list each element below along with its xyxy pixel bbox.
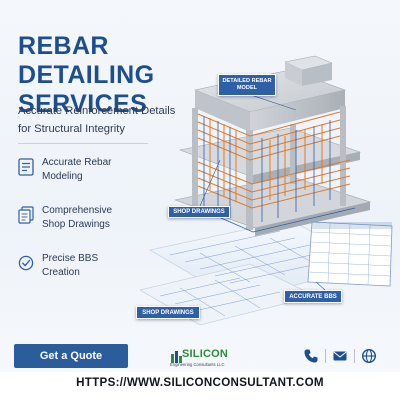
tag-model-line-2: MODEL: [236, 85, 258, 91]
subtitle-line-2: for Structural Integrity: [18, 123, 125, 135]
contact-separator: [354, 349, 355, 363]
feature-text: Comprehensive Shop Drawings: [42, 204, 152, 231]
feature-shop-drawings: Comprehensive Shop Drawings: [18, 204, 168, 244]
globe-icon[interactable]: [361, 348, 377, 364]
mail-icon[interactable]: [332, 348, 348, 364]
logo-mark-icon: [171, 351, 182, 363]
url-strip: [0, 372, 400, 400]
drawing-sheet-icon: [18, 206, 34, 224]
subtitle: Accurate Reinforcement Details for Struc…: [18, 102, 208, 138]
tag-detailed-rebar-model: DETAILED REBAR MODEL: [218, 74, 276, 96]
tag-shop-drawings-lower: SHOP DRAWINGS: [136, 306, 200, 319]
feature-line-1: Accurate Rebar: [42, 157, 112, 168]
logo-brand: SILICON: [182, 348, 229, 360]
title-line-1: REBAR DETAILING: [18, 32, 155, 89]
check-circle-icon: [18, 255, 34, 271]
silicon-logo[interactable]: SILICON Engineering Consultants LLC: [170, 346, 260, 370]
feature-bbs-creation: Precise BBS Creation: [18, 252, 168, 292]
feature-rebar-modeling: Accurate Rebar Modeling: [18, 156, 168, 196]
feature-line-2: Creation: [42, 266, 80, 278]
subtitle-line-1: Accurate Reinforcement Details: [18, 105, 176, 117]
tag-model-line-1: DETAILED REBAR: [222, 78, 272, 84]
tag-accurate-bbs: ACCURATE BBS: [284, 290, 342, 303]
divider: [18, 143, 148, 144]
tag-shop-drawings: SHOP DRAWINGS: [168, 206, 230, 218]
feature-line-1: Comprehensive: [42, 205, 113, 216]
feature-line-1: Precise BBS: [42, 253, 99, 264]
page-title: REBAR DETAILING SERVICES: [18, 32, 248, 119]
feature-text: Accurate Rebar Modeling: [42, 156, 152, 183]
document-list-icon: [18, 158, 34, 176]
get-a-quote-button[interactable]: Get a Quote: [14, 344, 128, 368]
callout-lines: [199, 93, 326, 291]
title-line-2: SERVICES: [18, 90, 148, 118]
logo-tagline: Engineering Consultants LLC: [170, 362, 225, 367]
feature-line-2: Shop Drawings: [42, 218, 110, 230]
website-link[interactable]: HTTPS://WWW.SILICONCONSULTANT.COM: [76, 376, 324, 389]
feature-line-2: Modeling: [42, 170, 83, 182]
rebar-stirrups: [197, 116, 356, 233]
contact-separator: [325, 349, 326, 363]
phone-icon[interactable]: [303, 348, 319, 364]
rebar-cages: [197, 111, 351, 209]
bbs-table-sheet: [307, 221, 393, 287]
feature-text: Precise BBS Creation: [42, 252, 152, 279]
